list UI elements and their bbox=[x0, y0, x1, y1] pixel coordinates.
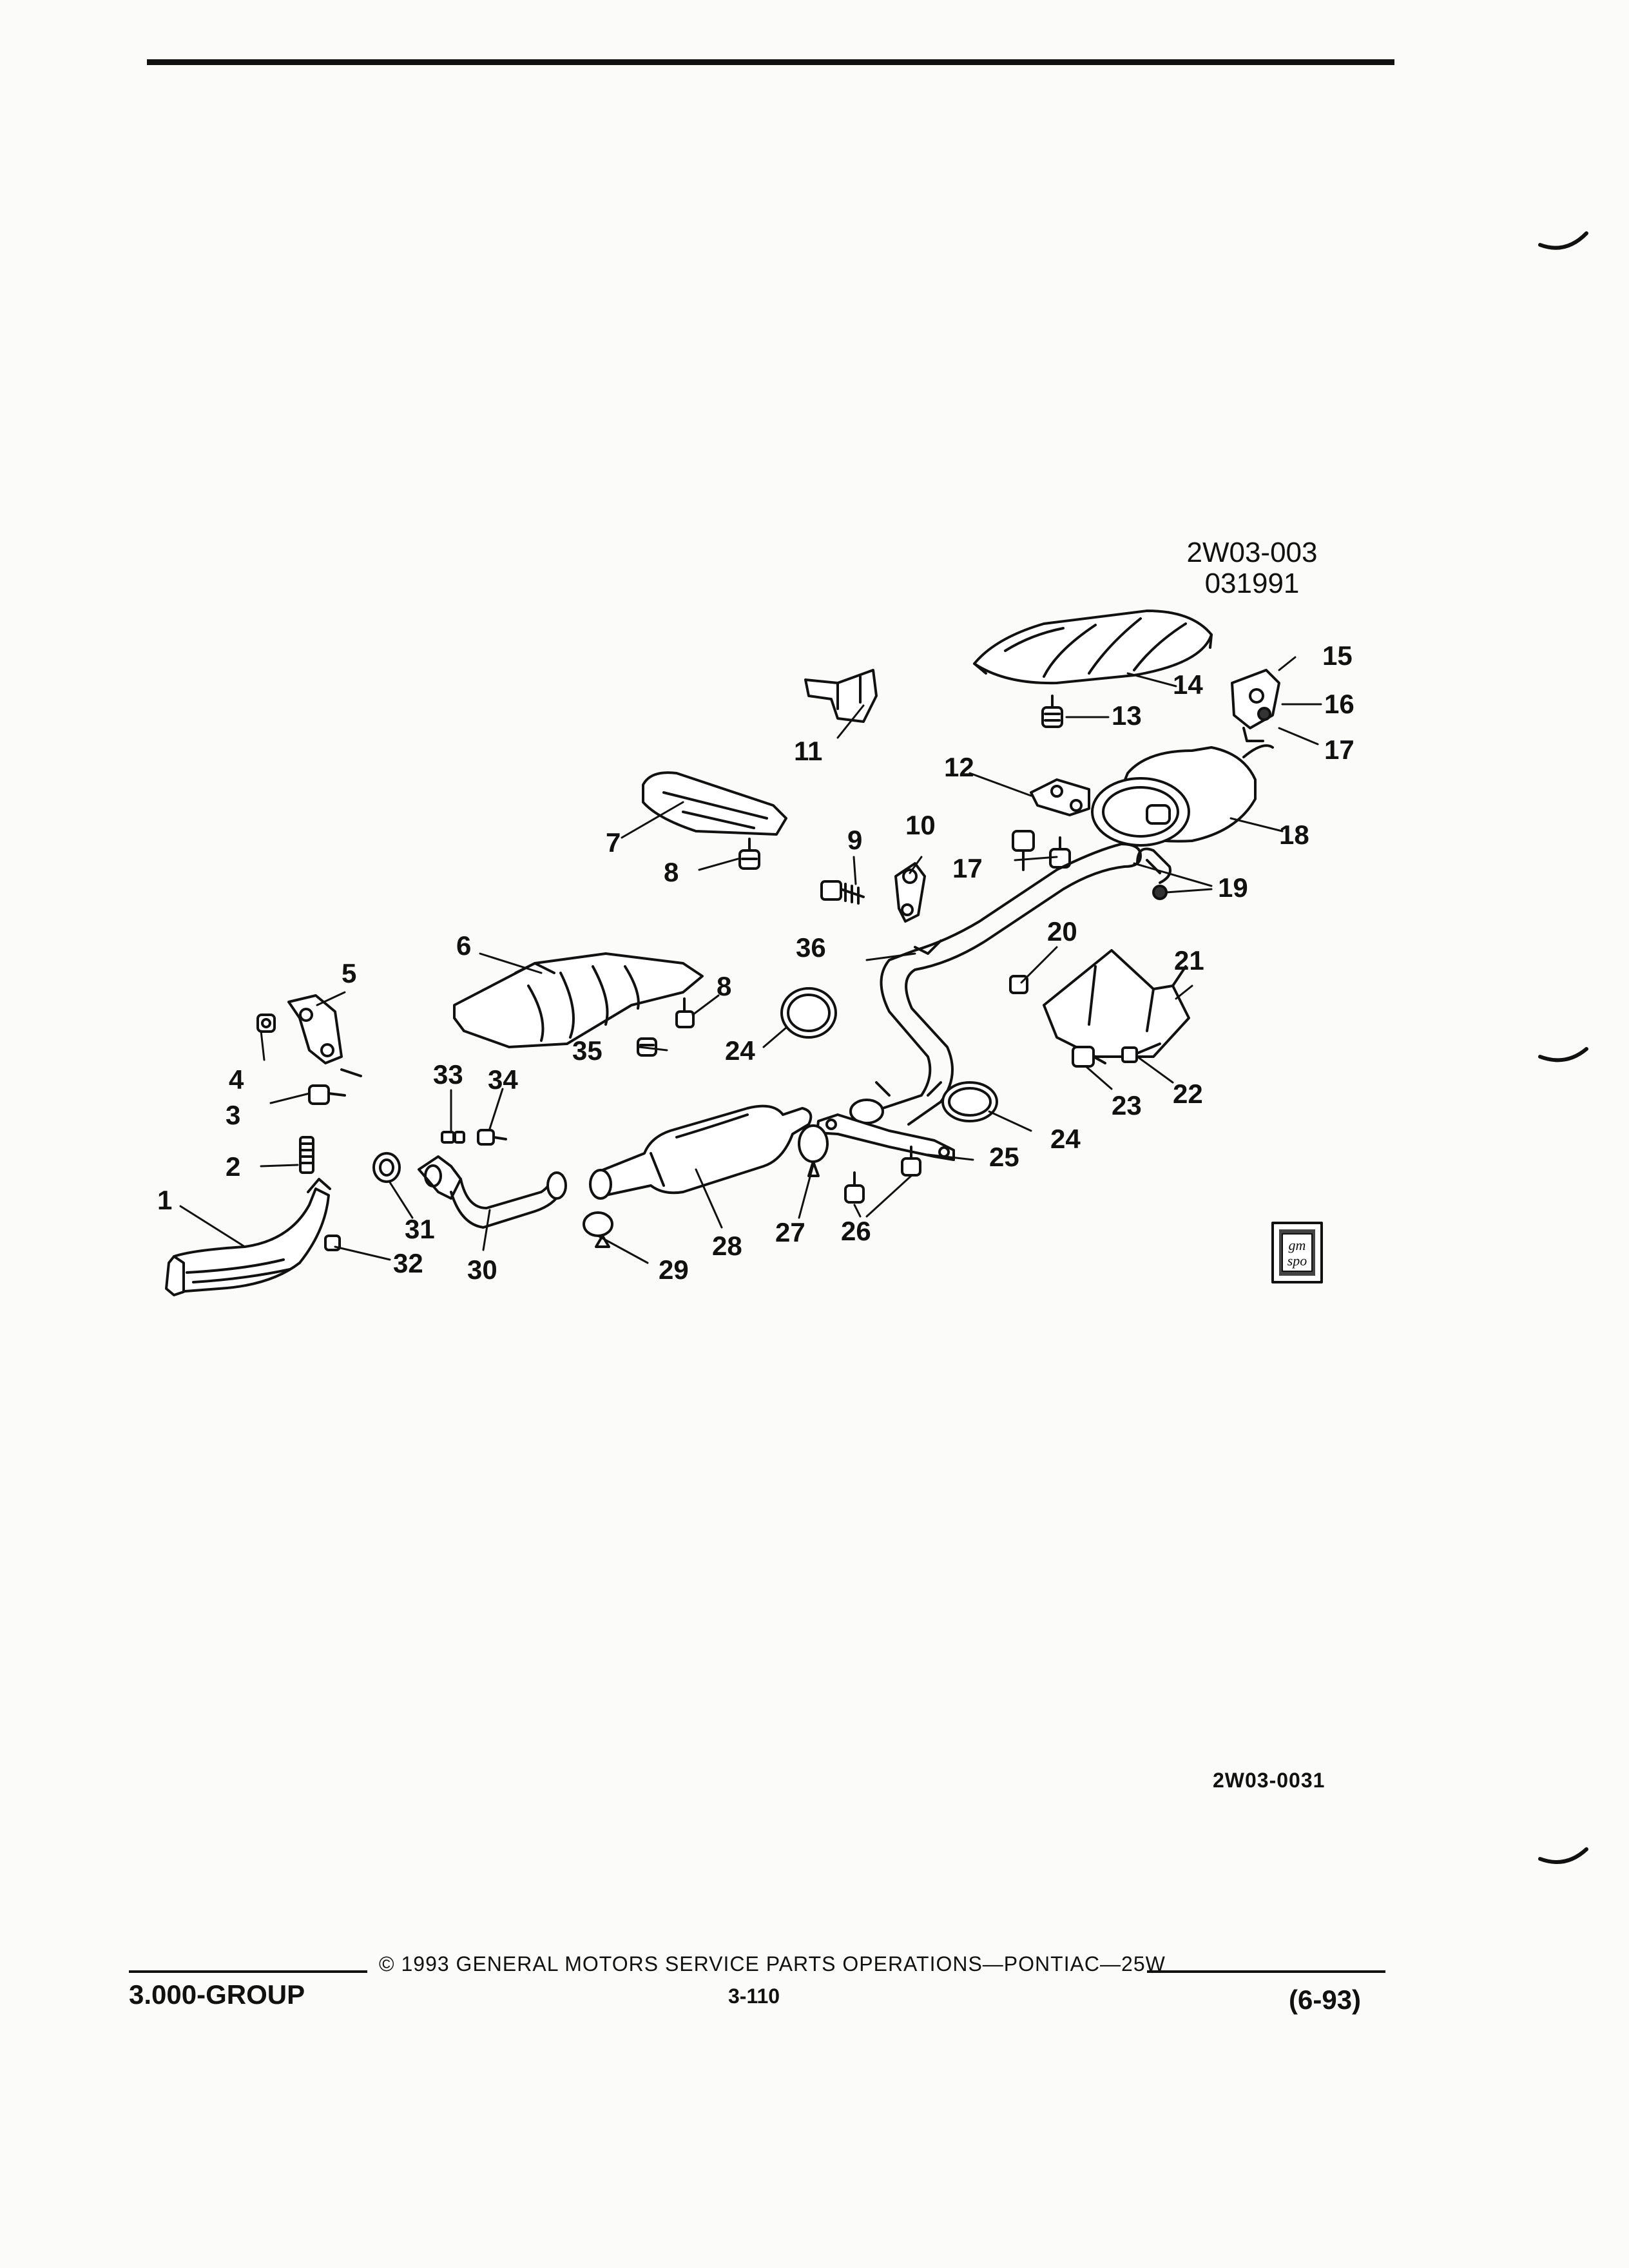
gm-spo-logo: gm spo bbox=[1271, 1222, 1323, 1283]
callout-19: 19 bbox=[1218, 872, 1248, 903]
callout-6: 6 bbox=[456, 930, 471, 961]
part-3-bolt bbox=[308, 1084, 346, 1105]
part-27-clamp bbox=[798, 1124, 829, 1177]
callout-1: 1 bbox=[157, 1185, 172, 1215]
callout-12: 12 bbox=[944, 752, 974, 782]
callout-28: 28 bbox=[712, 1231, 742, 1261]
logo-line2: spo bbox=[1287, 1253, 1307, 1269]
footer-group: 3.000-GROUP bbox=[129, 1979, 305, 2010]
part-5-bracket bbox=[287, 994, 362, 1077]
part-9-bolt bbox=[820, 880, 865, 905]
part-36-intermediate-pipe bbox=[849, 843, 1142, 1126]
callout-30: 30 bbox=[467, 1254, 497, 1285]
part-24-gaskets bbox=[780, 987, 998, 1122]
callout-labels: 1 2 3 4 5 6 7 8 8 9 10 11 12 13 14 15 16… bbox=[157, 640, 1354, 1285]
callout-26: 26 bbox=[841, 1216, 871, 1246]
callout-17-middle: 17 bbox=[952, 853, 983, 883]
part-4-nut bbox=[256, 1014, 276, 1033]
part-13-nut bbox=[1041, 695, 1063, 728]
part-8-nut-upper bbox=[738, 838, 760, 870]
callout-24-left: 24 bbox=[725, 1035, 755, 1066]
part-15-16-hanger bbox=[1231, 669, 1280, 742]
callout-29: 29 bbox=[659, 1254, 689, 1285]
callout-36: 36 bbox=[796, 932, 826, 963]
callout-33: 33 bbox=[433, 1059, 463, 1090]
part-14-heat-shield bbox=[973, 610, 1213, 685]
part-1-exhaust-pipe bbox=[165, 1178, 331, 1296]
part-25-bracket bbox=[816, 1113, 955, 1161]
callout-8-upper: 8 bbox=[664, 857, 679, 887]
reference-code: 2W03-0031 bbox=[1213, 1769, 1325, 1792]
part-22-bolt bbox=[1121, 1043, 1161, 1063]
callout-32: 32 bbox=[393, 1248, 423, 1278]
leader-lines bbox=[179, 656, 1322, 1264]
callout-23: 23 bbox=[1112, 1090, 1142, 1120]
footer-copyright: © 1993 GENERAL MOTORS SERVICE PARTS OPER… bbox=[379, 1952, 1166, 1975]
callout-5: 5 bbox=[342, 958, 356, 988]
callout-22: 22 bbox=[1173, 1079, 1203, 1109]
part-30-front-pipe bbox=[418, 1155, 567, 1229]
page-number: 3-110 bbox=[728, 1984, 780, 2008]
part-17-bolts bbox=[1012, 830, 1071, 871]
binder-marks bbox=[1538, 231, 1588, 1864]
callout-4: 4 bbox=[229, 1064, 244, 1095]
callout-3: 3 bbox=[226, 1100, 240, 1130]
part-21-heat-shield bbox=[1043, 949, 1190, 1058]
callout-20: 20 bbox=[1047, 916, 1077, 947]
callout-17-upper: 17 bbox=[1324, 735, 1354, 765]
top-rule bbox=[147, 59, 1394, 65]
footer-right-rule bbox=[1147, 1970, 1385, 1973]
callout-25: 25 bbox=[989, 1142, 1019, 1172]
footer-left-rule bbox=[129, 1970, 367, 1973]
callout-16: 16 bbox=[1324, 689, 1354, 719]
callout-8-lower: 8 bbox=[717, 971, 731, 1001]
callout-18: 18 bbox=[1279, 820, 1309, 850]
part-2-stud bbox=[299, 1136, 314, 1174]
callout-9: 9 bbox=[847, 825, 862, 855]
part-26-bolts bbox=[844, 1146, 921, 1204]
part-12-bracket bbox=[1030, 778, 1090, 816]
part-11-bracket bbox=[804, 669, 878, 723]
illustration-code: 2W03-003 031991 bbox=[1165, 537, 1339, 599]
part-19-u-bolt bbox=[1136, 847, 1171, 900]
callout-7: 7 bbox=[606, 827, 621, 858]
part-23-bolt bbox=[1072, 1046, 1106, 1068]
callout-2: 2 bbox=[226, 1151, 240, 1182]
callout-24-right: 24 bbox=[1050, 1124, 1081, 1154]
part-33-34-studs bbox=[441, 1129, 507, 1146]
callout-27: 27 bbox=[775, 1217, 805, 1247]
illustration-code-2: 031991 bbox=[1204, 568, 1300, 599]
callout-11: 11 bbox=[794, 736, 822, 766]
illustration-code-1: 2W03-003 bbox=[1186, 537, 1318, 568]
footer-date: (6-93) bbox=[1289, 1984, 1362, 2015]
callout-21: 21 bbox=[1174, 945, 1204, 975]
logo-line1: gm bbox=[1289, 1237, 1306, 1253]
part-10-clamp bbox=[894, 862, 926, 923]
callout-34: 34 bbox=[488, 1064, 518, 1095]
callout-14: 14 bbox=[1173, 669, 1203, 700]
callout-10: 10 bbox=[905, 810, 936, 840]
part-31-gasket bbox=[372, 1152, 401, 1183]
part-8-nut-lower bbox=[675, 997, 695, 1028]
callout-35: 35 bbox=[572, 1035, 602, 1066]
part-6-heat-shield bbox=[453, 952, 704, 1048]
part-28-catalytic-converter bbox=[589, 1104, 813, 1200]
part-18-muffler bbox=[1091, 744, 1274, 847]
callout-13: 13 bbox=[1112, 700, 1142, 731]
callout-15: 15 bbox=[1322, 640, 1353, 671]
part-7-heat-shield bbox=[642, 771, 787, 836]
callout-31: 31 bbox=[405, 1214, 435, 1244]
